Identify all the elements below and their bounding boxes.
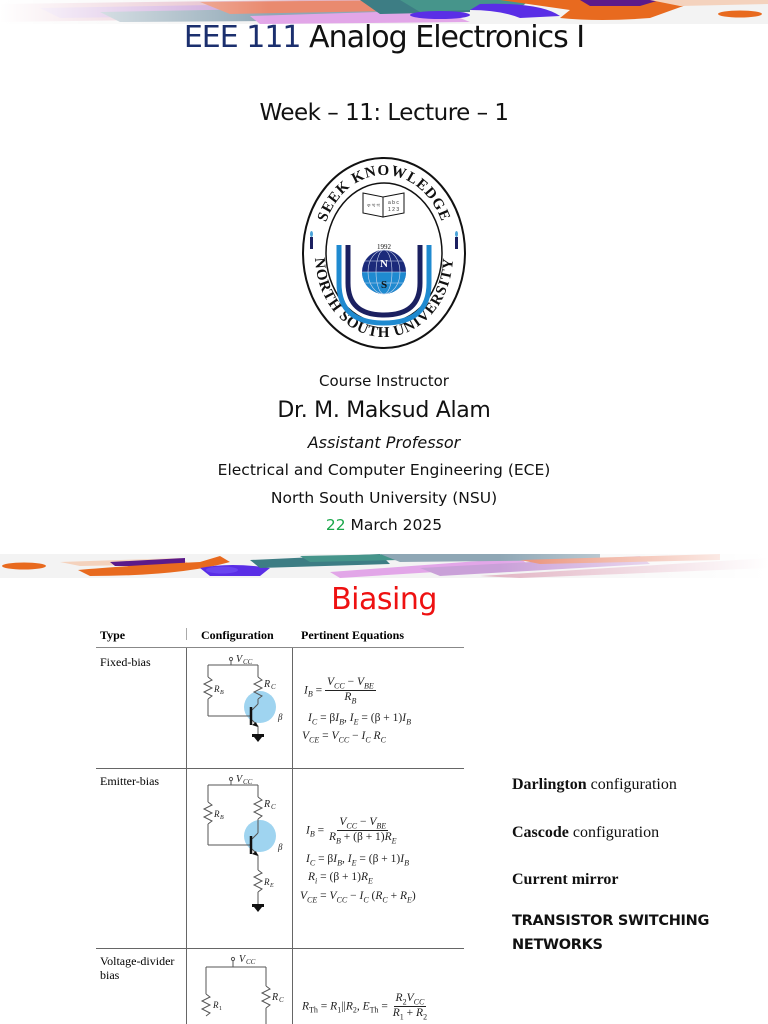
date-month-year: March 2025 (345, 516, 443, 534)
lecture-date: 22 March 2025 (0, 516, 768, 534)
svg-text:V: V (236, 774, 244, 785)
department: Electrical and Computer Engineering (ECE… (217, 461, 551, 479)
decorative-banner-top (0, 0, 768, 24)
svg-text:B: B (220, 690, 224, 696)
emitter-bias-eq-ic: IC = βIB, IE = (β + 1)IB (306, 853, 409, 868)
biasing-slide: Biasing Type Configuration Pertinent Equ… (0, 554, 768, 1024)
lecture-title: EEE 111 Analog Electronics I (0, 20, 768, 55)
svg-text:1 2 3: 1 2 3 (388, 207, 399, 213)
instructor-role: Assistant Professor (307, 433, 461, 452)
svg-text:R: R (212, 1000, 219, 1010)
svg-text:R: R (213, 809, 220, 819)
emitter-bias-eq-vce: VCE = VCC − IC (RC + RE) (300, 890, 416, 905)
svg-text:a b c: a b c (388, 200, 399, 206)
row-divider-1 (96, 768, 464, 769)
svg-text:1992: 1992 (377, 243, 392, 251)
emitter-bias-eq-ri: Ri = (β + 1)RE (308, 871, 373, 886)
header-equations: Pertinent Equations (301, 628, 405, 642)
svg-text:S: S (381, 279, 387, 291)
decorative-banner-bottom (0, 554, 768, 578)
university: North South University (NSU) (270, 489, 498, 507)
svg-text:C: C (271, 683, 276, 691)
svg-text:β: β (277, 842, 283, 852)
course-code: EEE 111 (183, 20, 302, 55)
svg-text:CC: CC (246, 958, 256, 966)
header-divider (186, 628, 187, 640)
slide-separator (0, 548, 768, 554)
row-divider-2 (96, 948, 464, 949)
table-header: Type Configuration Pertinent Equations (96, 624, 464, 648)
svg-text:V: V (239, 954, 247, 965)
topic-cascode: Cascode configuration (512, 824, 660, 841)
svg-text:E: E (269, 883, 274, 889)
svg-text:C: C (279, 996, 284, 1004)
svg-text:R: R (213, 684, 220, 694)
university-seal-icon: SEEK KNOWLEDGE NORTH SOUTH UNIVERSITY ক … (301, 155, 467, 351)
row-type-fixed-bias: Fixed-bias (100, 655, 151, 669)
svg-text:R: R (271, 992, 278, 1003)
svg-text:B: B (220, 815, 224, 821)
lecture-subtitle: Week – 11: Lecture – 1 (259, 100, 509, 126)
svg-text:N: N (380, 258, 388, 270)
course-name: Analog Electronics I (300, 20, 585, 55)
instructor-label: Course Instructor (319, 372, 449, 390)
topic-current-mirror: Current mirror (512, 871, 619, 888)
svg-text:1: 1 (219, 1006, 222, 1012)
svg-text:R: R (263, 679, 270, 690)
svg-text:R: R (263, 877, 270, 887)
slide-title: Biasing (331, 582, 437, 617)
row-type-emitter-bias: Emitter-bias (100, 774, 160, 788)
fixed-bias-eq-ic: IC = βIB, IE = (β + 1)IB (308, 712, 411, 727)
title-slide: EEE 111 Analog Electronics I Week – 11: … (0, 0, 768, 534)
header-type: Type (100, 628, 126, 642)
date-day: 22 (325, 516, 346, 534)
svg-text:R: R (263, 799, 270, 810)
svg-text:β: β (277, 712, 283, 722)
instructor-name: Dr. M. Maksud Alam (277, 398, 491, 423)
svg-text:ক খ গ: ক খ গ (366, 203, 381, 209)
column-divider-1 (186, 648, 187, 1024)
svg-text:C: C (271, 803, 276, 811)
topic-darlington: Darlington configuration (512, 776, 677, 793)
column-divider-2 (292, 648, 293, 1024)
topic-switching-networks: TRANSISTOR SWITCHING NETWORKS (512, 913, 710, 953)
svg-text:CC: CC (243, 778, 253, 786)
svg-text:V: V (236, 654, 244, 665)
fixed-bias-eq-vce: VCE = VCC − IC RC (302, 730, 386, 745)
svg-text:CC: CC (243, 658, 253, 666)
header-configuration: Configuration (201, 628, 274, 642)
